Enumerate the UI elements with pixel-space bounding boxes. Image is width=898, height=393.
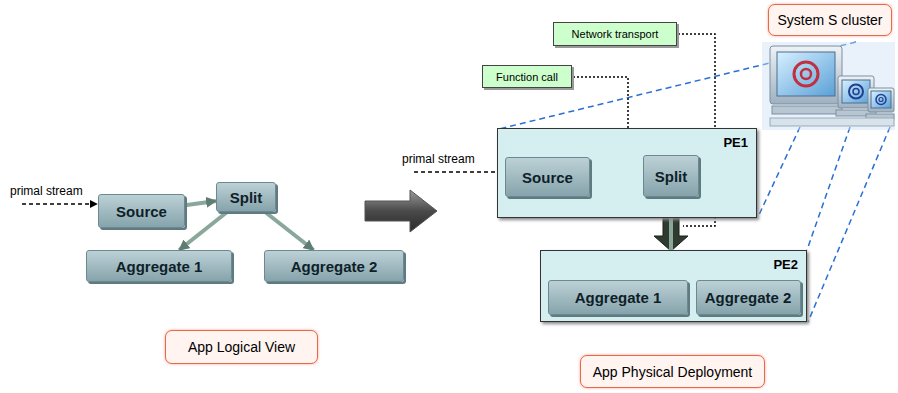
operator-name: Split — [655, 168, 688, 185]
operator-box: Aggregate 1 — [548, 280, 688, 315]
operator-name: Split — [230, 189, 263, 206]
operator-name: Aggregate 2 — [705, 289, 792, 306]
stream-connector — [185, 201, 216, 205]
operator-name: Aggregate 1 — [116, 258, 203, 275]
stream-connector — [265, 212, 313, 250]
view-tag: System S cluster — [768, 4, 892, 36]
processing-element-name: PE2 — [773, 257, 798, 272]
processing-element-box: PE2Aggregate 1 Aggregate 2 — [540, 250, 807, 322]
operator-box: Aggregate 2 — [696, 280, 801, 315]
view-tag: App Physical Deployment — [580, 355, 765, 388]
stream-label: primal stream — [402, 152, 475, 166]
operator-box: Aggregate 1 — [86, 250, 232, 282]
operator-box: Source — [98, 194, 185, 228]
view-tag: App Logical View — [165, 330, 318, 364]
operator-box: Split — [216, 182, 276, 212]
stream-label: primal stream — [10, 184, 83, 198]
operator-name: Aggregate 2 — [291, 258, 378, 275]
input-stream-arrow — [22, 203, 97, 205]
view-caption: App Logical View — [188, 339, 295, 355]
computer-cluster-picture — [762, 42, 895, 130]
operator-box: Aggregate 2 — [264, 250, 404, 282]
operator-box: Source — [505, 157, 590, 197]
operator-name: Source — [522, 169, 573, 186]
view-caption: App Physical Deployment — [593, 364, 753, 380]
input-stream-arrow — [414, 171, 504, 173]
callout-box: Function call — [482, 65, 572, 88]
processing-element-name: PE1 — [723, 135, 748, 150]
callout-text: Function call — [496, 71, 558, 83]
processing-element-box: PE1Source Split — [497, 128, 757, 218]
callout-text: Network transport — [572, 28, 659, 40]
transform-arrow — [365, 190, 437, 232]
stream-connector — [179, 212, 227, 250]
view-caption: System S cluster — [777, 12, 882, 28]
callout-box: Network transport — [553, 22, 677, 46]
operator-name: Source — [116, 203, 167, 220]
operator-name: Aggregate 1 — [575, 289, 662, 306]
operator-box: Split — [643, 155, 699, 197]
